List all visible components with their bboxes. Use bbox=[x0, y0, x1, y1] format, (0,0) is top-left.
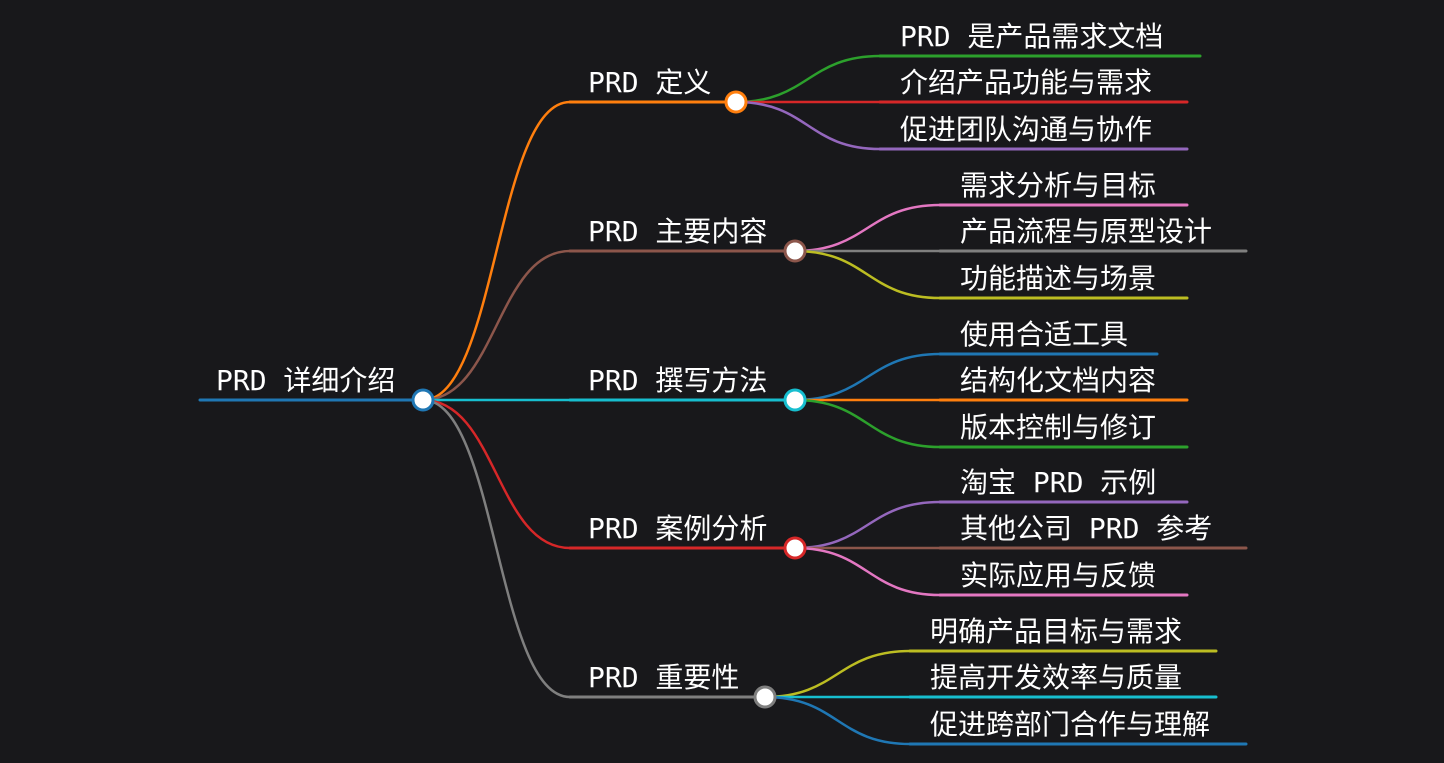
child-connector bbox=[793, 203, 942, 253]
child-connector bbox=[793, 500, 942, 550]
child-label: 促进团队沟通与协作 bbox=[900, 113, 1152, 146]
child-label: 淘宝 PRD 示例 bbox=[960, 466, 1156, 499]
child-connector bbox=[734, 54, 882, 104]
child-label: 介绍产品功能与需求 bbox=[900, 66, 1152, 99]
root-node-dot[interactable] bbox=[411, 388, 435, 412]
child-connector bbox=[763, 695, 912, 746]
child-label: PRD 是产品需求文档 bbox=[900, 20, 1163, 53]
branch-connector bbox=[421, 398, 572, 699]
child-connector bbox=[793, 546, 942, 597]
branch-node-dot[interactable] bbox=[783, 388, 807, 412]
child-label: 明确产品目标与需求 bbox=[930, 615, 1182, 648]
child-label: 结构化文档内容 bbox=[960, 364, 1156, 397]
child-label: 功能描述与场景 bbox=[960, 262, 1156, 295]
branch-connector bbox=[421, 249, 572, 402]
child-connector bbox=[793, 398, 942, 449]
branch-label: PRD 案例分析 bbox=[588, 512, 767, 545]
branch-label: PRD 定义 bbox=[588, 66, 711, 99]
child-label: 使用合适工具 bbox=[960, 318, 1128, 351]
branch-node-dot[interactable] bbox=[724, 90, 748, 114]
child-label: 产品流程与原型设计 bbox=[960, 215, 1212, 248]
branch-node-dot[interactable] bbox=[783, 536, 807, 560]
branch-node-dot[interactable] bbox=[753, 685, 777, 709]
child-label: 提高开发效率与质量 bbox=[930, 661, 1182, 694]
child-connector bbox=[763, 649, 912, 699]
child-label: 实际应用与反馈 bbox=[960, 559, 1156, 592]
branch-label: PRD 主要内容 bbox=[588, 215, 767, 248]
branch-label: PRD 重要性 bbox=[588, 661, 739, 694]
child-connector bbox=[793, 352, 942, 402]
branch-label: PRD 撰写方法 bbox=[588, 364, 767, 397]
root-label: PRD 详细介绍 bbox=[216, 364, 395, 397]
child-connector bbox=[734, 100, 882, 151]
child-label: 版本控制与修订 bbox=[960, 411, 1156, 444]
child-label: 促进跨部门合作与理解 bbox=[930, 708, 1210, 741]
branch-connector bbox=[421, 398, 572, 550]
child-connector bbox=[793, 249, 942, 300]
child-label: 其他公司 PRD 参考 bbox=[960, 512, 1212, 545]
branch-node-dot[interactable] bbox=[783, 239, 807, 263]
branch-connector bbox=[421, 100, 572, 402]
child-label: 需求分析与目标 bbox=[960, 169, 1156, 202]
